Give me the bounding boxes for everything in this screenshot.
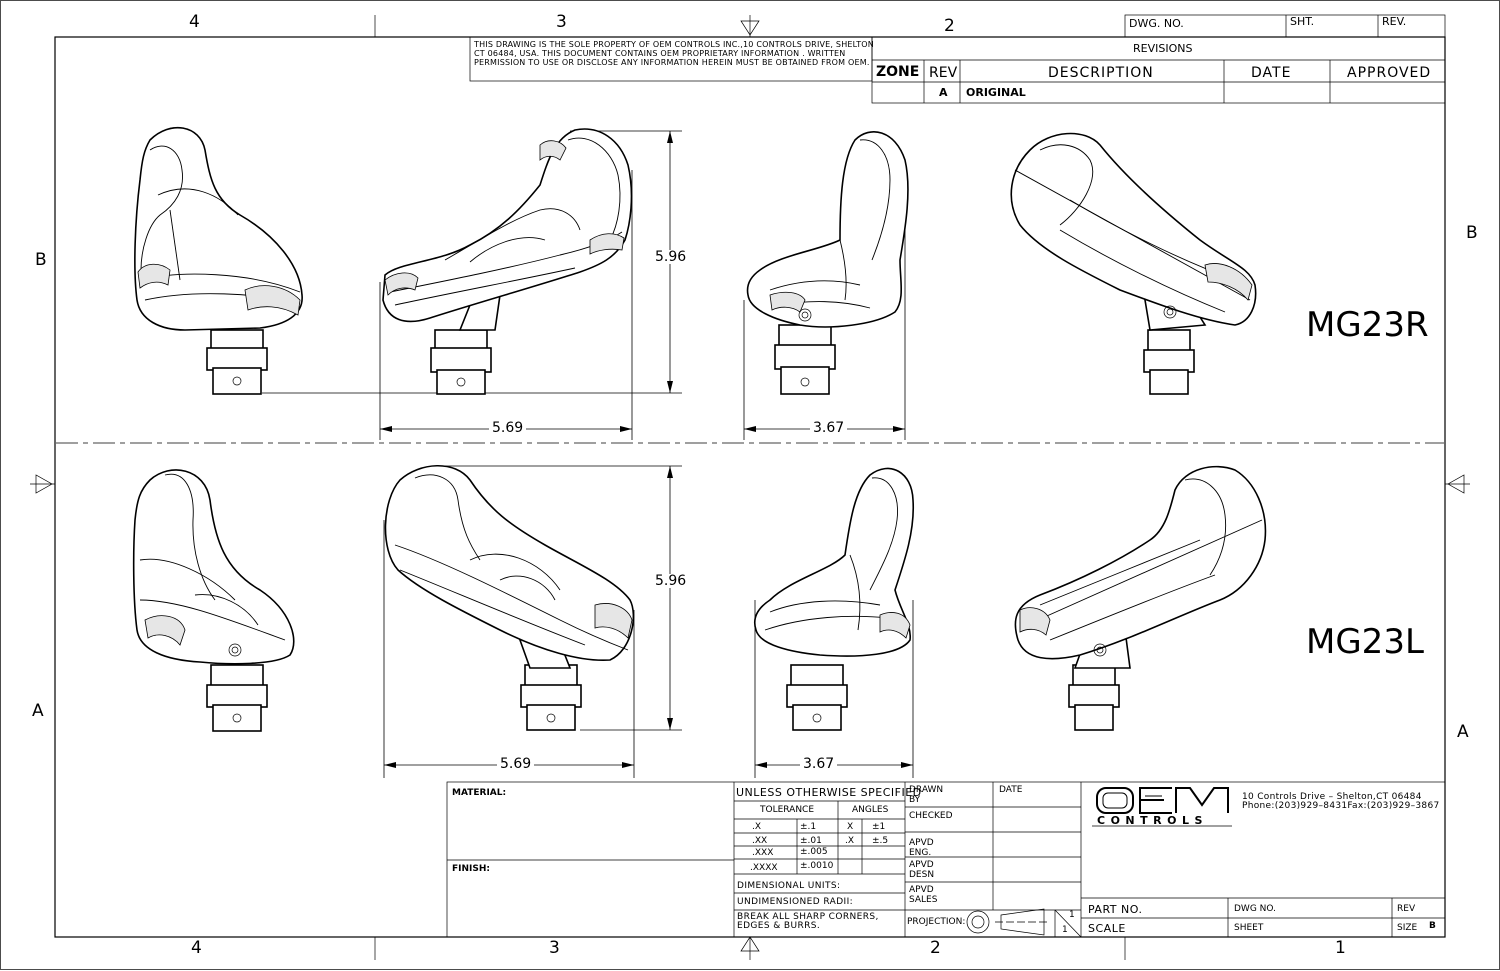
mg23l-angled-view <box>1014 465 1267 731</box>
revisions-header-approved: APPROVED <box>1347 65 1432 81</box>
break-corners-line-2: EDGES & BURRS. <box>737 921 821 931</box>
by-label: BY <box>909 795 921 805</box>
tol-row-1-key: .X <box>752 822 762 832</box>
finish-label: FINISH: <box>452 864 490 874</box>
ang-row-1-key: X <box>847 822 854 832</box>
center-mark-top-icon <box>740 15 760 37</box>
logo-controls-text: CONTROLS <box>1097 814 1208 827</box>
center-mark-left-icon <box>30 474 55 494</box>
apvd-eng-label: APVD <box>909 838 934 848</box>
mg23r-angled-view <box>1010 132 1257 395</box>
zone-bottom-1: 1 <box>1335 938 1346 958</box>
projection-scale-bottom: 1 <box>1062 925 1068 935</box>
eng-label: ENG. <box>909 848 932 858</box>
tol-row-2-value: ±.01 <box>800 836 822 846</box>
break-corners-line-1: BREAK ALL SHARP CORNERS, <box>737 912 879 922</box>
mg23r-front-view <box>134 126 303 395</box>
view-label-mg23l: MG23L <box>1306 622 1424 662</box>
revision-row-description: ORIGINAL <box>966 86 1026 99</box>
revisions-header-description: DESCRIPTION <box>1048 65 1154 81</box>
mg23r-rear-view <box>746 131 909 395</box>
mg23r-side-view <box>382 128 633 395</box>
dim-upper-depth: 3.67 <box>810 421 848 435</box>
revision-row-rev: A <box>939 86 948 99</box>
tol-row-3-key: .XXX <box>752 848 774 858</box>
third-angle-projection-icon <box>966 908 1082 938</box>
zone-bottom-2: 2 <box>930 938 941 958</box>
sheet-label: SHEET <box>1234 923 1264 933</box>
dim-lower-width: 5.69 <box>497 757 535 771</box>
apvd-sales-label: APVD <box>909 885 934 895</box>
revisions-title: REVISIONS <box>1133 42 1193 55</box>
apvd-desn-label: APVD <box>909 860 934 870</box>
zone-top-3: 3 <box>556 12 567 32</box>
property-notice-line-3: PERMISSION TO USE OR DISCLOSE ANY INFORM… <box>474 58 870 67</box>
rev-label: REV <box>1397 904 1416 914</box>
material-label: MATERIAL: <box>452 788 507 798</box>
desn-label: DESN <box>909 870 935 880</box>
top-rev-label: REV. <box>1382 15 1407 28</box>
zone-bottom-4: 4 <box>191 938 202 958</box>
revisions-header-rev: REV <box>929 65 958 81</box>
address-line-2: Phone:(203)929–8431Fax:(203)929–3867 <box>1242 801 1440 811</box>
dim-upper-height: 5.96 <box>652 250 690 264</box>
mg23l-side-view <box>384 464 635 731</box>
zone-bottom-3: 3 <box>549 938 560 958</box>
projection-scale-top: 1 <box>1069 910 1075 920</box>
mg23l-rear-view <box>754 467 915 731</box>
ang-row-1-value: ±1 <box>872 822 886 832</box>
center-mark-bottom-icon <box>740 936 760 960</box>
address-line-1: 10 Controls Drive – Shelton,CT 06484 <box>1242 792 1422 802</box>
sales-label: SALES <box>909 895 938 905</box>
size-label: SIZE <box>1397 923 1418 933</box>
zone-right-b: B <box>1466 223 1478 243</box>
tol-row-1-value: ±.1 <box>800 822 817 832</box>
part-no-label: PART NO. <box>1088 903 1143 916</box>
revisions-header-date: DATE <box>1251 65 1292 81</box>
tol-row-2-key: .XX <box>752 836 768 846</box>
dim-lower-depth: 3.67 <box>800 757 838 771</box>
checked-label: CHECKED <box>909 811 953 821</box>
ang-row-2-key: .X <box>845 836 855 846</box>
center-mark-right-icon <box>1445 474 1470 494</box>
tolerance-header: TOLERANCE <box>760 805 815 815</box>
projection-label: PROJECTION: <box>907 917 966 927</box>
dim-lower-height: 5.96 <box>652 574 690 588</box>
oem-controls-logo <box>1092 787 1232 827</box>
scale-label: SCALE <box>1088 922 1126 935</box>
dwg-no-label: DWG NO. <box>1234 904 1276 914</box>
ang-row-2-value: ±.5 <box>872 836 889 846</box>
zone-top-4: 4 <box>189 12 200 32</box>
zone-right-a: A <box>1457 722 1469 742</box>
tol-row-3-value: ±.005 <box>800 847 828 857</box>
property-notice-line-2: CT 06484, USA. THIS DOCUMENT CONTAINS OE… <box>474 49 846 58</box>
dim-upper-width: 5.69 <box>489 421 527 435</box>
size-value: B <box>1429 921 1436 931</box>
tol-row-4-key: .XXXX <box>750 863 778 873</box>
date-label: DATE <box>999 785 1023 795</box>
tol-row-4-value: ±.0010 <box>800 861 834 871</box>
top-dwg-no-label: DWG. NO. <box>1129 17 1184 30</box>
view-label-mg23r: MG23R <box>1306 305 1429 345</box>
zone-left-a: A <box>32 701 44 721</box>
dimensional-units-label: DIMENSIONAL UNITS: <box>737 881 841 891</box>
angles-header: ANGLES <box>852 805 889 815</box>
unless-specified-label: UNLESS OTHERWISE SPECIFIED <box>736 786 922 799</box>
drawn-label: DRAWN <box>909 785 944 795</box>
property-notice-line-1: THIS DRAWING IS THE SOLE PROPERTY OF OEM… <box>474 40 874 49</box>
top-sht-label: SHT. <box>1290 15 1315 28</box>
mg23l-front-view <box>132 469 295 732</box>
undimensioned-radii-label: UNDIMENSIONED RADII: <box>737 897 854 907</box>
zone-left-b: B <box>35 250 47 270</box>
revisions-header-zone: ZONE <box>876 64 920 80</box>
zone-top-2: 2 <box>944 16 955 36</box>
